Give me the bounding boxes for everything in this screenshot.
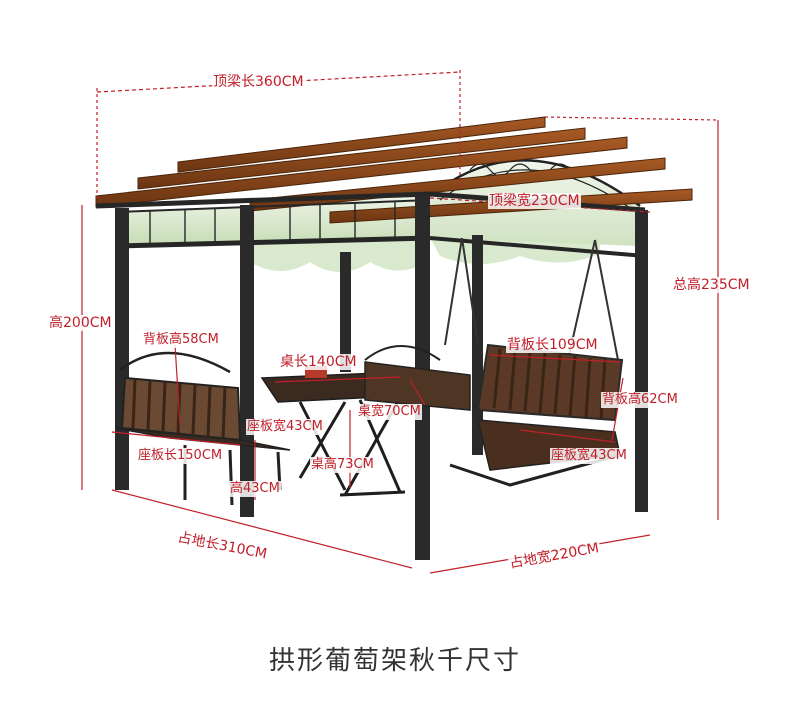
label-backrest-height-bench: 背板高58CM [142,332,220,348]
rear-bench [364,345,471,411]
label-backrest-length-swing: 背板长109CM [506,337,599,353]
label-seat-width-bench: 座板宽43CM [246,419,324,435]
caption: 拱形葡萄架秋千尺寸 [268,646,521,676]
swing [449,343,624,487]
label-table-height: 桌高73CM [310,457,375,473]
label-seat-width-swing: 座板宽43CM [550,448,628,464]
label-seat-height: 高43CM [229,481,281,497]
label-total-height: 总高235CM [672,277,751,293]
label-backrest-height-swing: 背板高62CM [601,392,679,408]
dimension-lines [81,70,719,574]
bench [114,351,291,506]
label-seat-length-bench: 座板长150CM [137,448,224,464]
frame [95,191,646,258]
label-top-beam-length: 顶梁长360CM [212,74,305,90]
label-table-width: 桌宽70CM [357,404,422,420]
label-height: 高200CM [48,315,113,331]
label-top-beam-width: 顶梁宽230CM [488,193,581,209]
label-table-length: 桌长140CM [279,354,358,370]
